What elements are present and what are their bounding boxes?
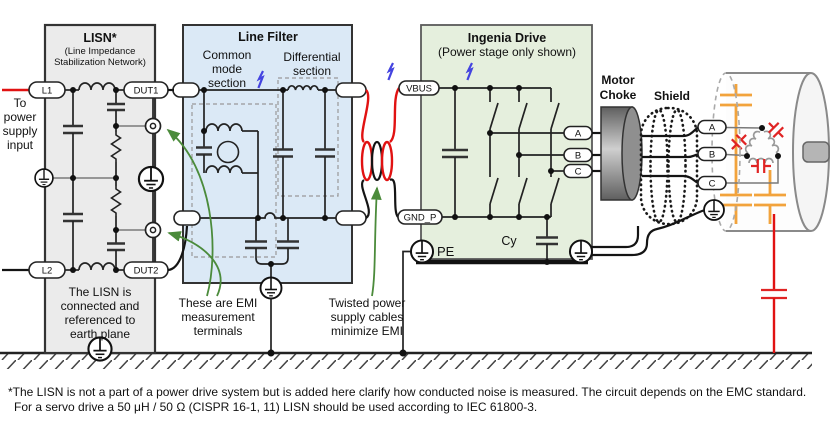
motor-cables [642,126,699,184]
differential-label: Differential [283,50,340,64]
footnote: *The LISN is not a part of a power drive… [8,385,806,414]
svg-text:Choke: Choke [600,88,637,102]
dr-terminal-c: C [563,163,593,179]
lisn-title: LISN* [83,31,116,45]
svg-text:section: section [293,64,331,78]
cable-shield: Shield [639,89,699,226]
motor-shaft [802,141,830,163]
svg-text:earth plane: earth plane [70,327,130,341]
svg-text:minimize EMI: minimize EMI [331,324,403,338]
svg-text:DUT1: DUT1 [134,86,159,97]
svg-text:A: A [575,129,582,140]
noise-bolt-icon [387,61,395,82]
svg-text:B: B [575,151,581,162]
drive-terminal-a: A [563,125,593,141]
ground-icon [568,239,594,264]
emi-port-icon [144,117,162,135]
ground-icon [34,168,54,188]
annotation-twisted-cables: Twisted power supply cables minimize EMI [329,186,406,338]
motor-terminal-a: A [697,119,727,135]
svg-text:supply: supply [3,124,38,138]
emi-arrow-bottom [167,231,222,297]
dut2-link-wire [167,225,189,272]
common-mode-label: Common [203,48,252,62]
svg-text:A: A [709,123,716,134]
ground-icon [259,276,283,300]
cy-label: Cy [501,234,517,248]
annotation-emi-terminals: These are EMI measurement terminals [166,128,258,338]
svg-text:L2: L2 [42,266,53,277]
svg-text:DUT2: DUT2 [134,266,159,277]
common-mode-outline [191,103,277,258]
motor-terminal-b: B [697,146,727,162]
svg-text:C: C [575,167,582,178]
drive-terminal-gnd-p: GND_P [397,209,443,225]
lisn-terminal-l2: L2 [28,261,66,279]
svg-text:referenced to: referenced to [65,313,136,327]
drive-subtitle: (Power stage only shown) [438,45,576,59]
svg-text:VBUS: VBUS [406,84,432,95]
svg-text:C: C [709,179,716,190]
svg-text:L1: L1 [42,86,53,97]
svg-text:To: To [14,96,27,110]
line-filter-title: Line Filter [238,30,298,44]
emi-arrow-top [166,128,214,297]
svg-text:supply cables: supply cables [331,310,404,324]
svg-text:section: section [208,76,246,90]
drive-terminal-vbus: VBUS [398,80,440,96]
svg-text:B: B [709,150,715,161]
differential-outline [277,77,339,197]
line-filter-circuit [196,84,336,278]
lisn-subtitle-1: (Line Impedance [65,46,136,57]
motor: A B C [697,72,830,353]
svg-text:connected and: connected and [61,299,140,313]
motor-terminal-c: C [697,175,727,191]
lisn-terminal-l1: L1 [28,81,66,99]
motor-earth-path [761,214,787,353]
ground-icon [703,199,725,221]
filter-output-terminal-bottom [335,210,367,226]
svg-text:For a servo drive a 50 μH / 50: For a servo drive a 50 μH / 50 Ω (CISPR … [14,400,537,414]
ground-icon [409,239,435,264]
pe-label: PE [437,244,455,259]
svg-text:input: input [7,138,34,152]
filter-input-terminal-bottom [173,210,201,226]
svg-text:GND_P: GND_P [404,213,437,224]
svg-text:power: power [4,110,37,124]
earth-plane [0,351,812,369]
motor-choke-label: Motor [601,73,635,87]
ingenia-drive-block: Ingenia Drive (Power stage only shown) [397,24,594,357]
shield-label: Shield [654,89,690,103]
svg-text:These are EMI: These are EMI [179,296,258,310]
drive-terminal-b: B [563,147,593,163]
ground-icon [137,165,165,193]
lisn-terminal-dut1: DUT1 [123,81,169,99]
svg-text:Twisted power: Twisted power [329,296,406,310]
power-input-label: To power supply input [3,96,38,152]
line-filter-block: Line Filter Common mode section Differen… [167,24,367,357]
lisn-subtitle-2: Stabilization Network) [54,57,146,68]
motor-winding [725,125,781,184]
drive-title: Ingenia Drive [468,31,547,45]
twisted-arrow [370,186,382,297]
lisn-terminal-dut2: DUT2 [123,261,169,279]
motor-parasitic-caps [720,84,786,224]
filter-output-terminal-top [335,82,367,98]
motor-choke: Motor Choke [592,73,643,201]
svg-text:mode: mode [212,62,242,76]
svg-text:*The LISN is not a part of a p: *The LISN is not a part of a power drive… [8,385,806,399]
lisn-note: The LISN is [69,285,132,299]
pe-earth-drop [402,250,412,353]
svg-text:terminals: terminals [194,324,243,338]
lisn-block: LISN* (Line Impedance Stabilization Netw… [2,23,169,362]
svg-text:measurement: measurement [181,310,255,324]
emi-port-icon [144,221,162,239]
pe-wires-to-motor [591,209,704,257]
filter-input-terminal-top [172,82,200,98]
twisted-cables [360,87,401,219]
